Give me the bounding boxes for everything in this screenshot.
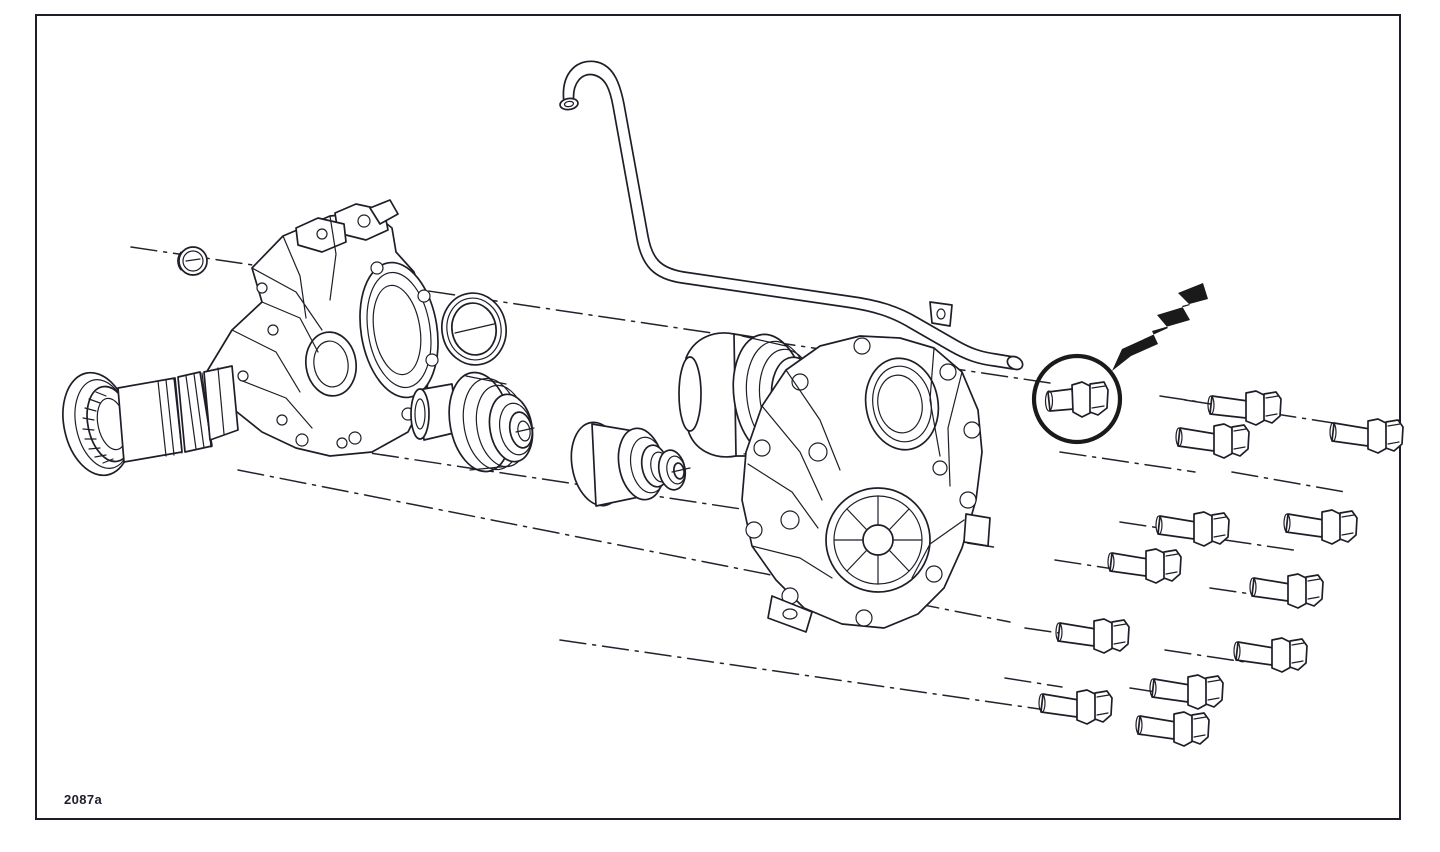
figure-border-frame	[35, 14, 1401, 820]
figure-id-label: 2087a	[64, 792, 103, 807]
